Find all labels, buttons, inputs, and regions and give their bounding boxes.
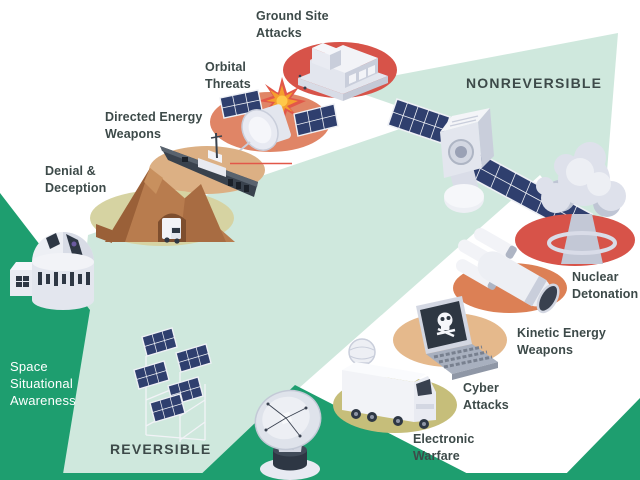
label-directed-energy-weapons: Directed Energy Weapons: [105, 110, 203, 141]
camouflage-mountain-icon: [90, 168, 235, 246]
label-ground-site-attacks: Ground Site Attacks: [256, 9, 329, 40]
nonreversible-axis-label: NONREVERSIBLE: [466, 75, 603, 91]
skull-laptop-icon: [393, 296, 507, 380]
label-space-situational-awareness: Space Situational Awareness: [10, 359, 76, 409]
warship-laser-icon: [149, 132, 292, 197]
factory-building-icon: [283, 42, 397, 101]
reversible-axis-label: REVERSIBLE: [110, 441, 212, 457]
label-cyber-attacks: Cyber Attacks: [463, 381, 509, 412]
solar-array-icon: [133, 327, 212, 442]
observatory-dome-icon: [10, 232, 94, 310]
label-kinetic-energy-weapons: Kinetic Energy Weapons: [517, 326, 606, 357]
mushroom-cloud-icon: [515, 142, 635, 266]
label-nuclear-detonation: Nuclear Detonation: [572, 270, 639, 301]
label-denial-deception: Denial & Deception: [45, 164, 107, 195]
exploding-satellite-icon: [210, 74, 339, 156]
jammer-truck-icon: [333, 338, 457, 433]
radar-dish-icon: [254, 389, 322, 480]
label-orbital-threats: Orbital Threats: [205, 60, 251, 91]
missile-cluster-icon: [453, 227, 567, 314]
label-electronic-warfare: Electronic Warfare: [413, 432, 475, 463]
